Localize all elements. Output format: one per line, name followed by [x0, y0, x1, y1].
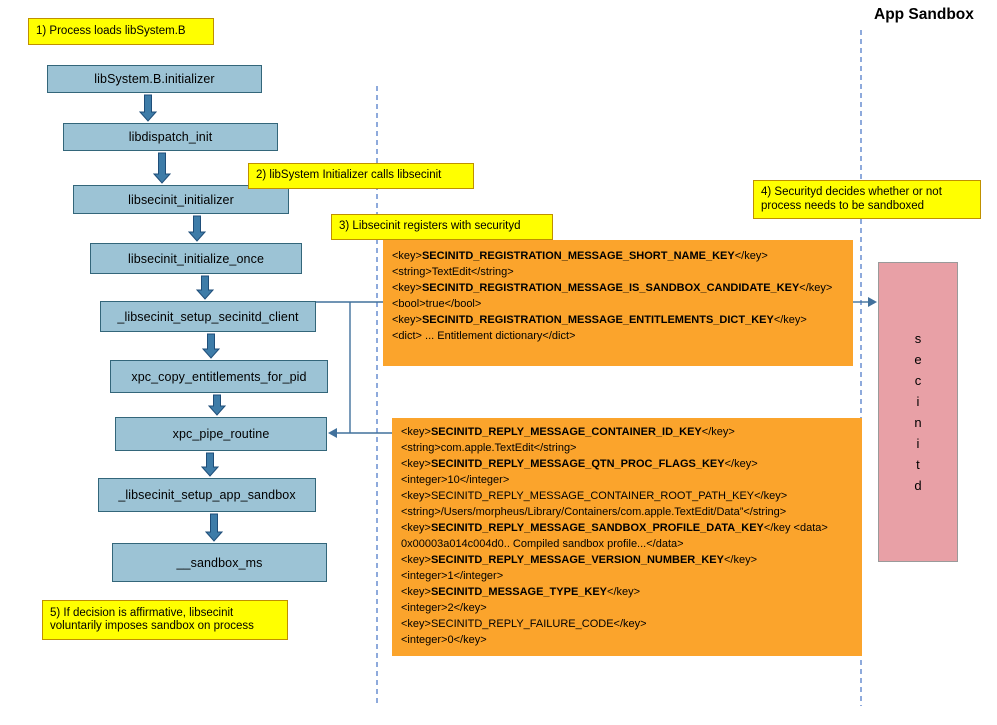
- flow-box-libsystem-initializer: libSystem.B.initializer: [47, 65, 262, 93]
- flow-box-libsecinit-initializer: libsecinit_initializer: [73, 185, 289, 214]
- arrowhead-to-daemon-icon: [868, 297, 877, 307]
- flow-box-libsecinit-initialize-once: libsecinit_initialize_once: [90, 243, 302, 274]
- reply-message-box: <key>SECINITD_REPLY_MESSAGE_CONTAINER_ID…: [392, 418, 862, 656]
- message-line: <bool>true</bool>: [392, 298, 482, 310]
- message-line: <integer>0</key>: [401, 634, 487, 646]
- down-arrow-icon: [200, 452, 220, 477]
- callout-4-securityd-decides: 4) Securityd decides whether or not proc…: [753, 180, 981, 219]
- page-title: App Sandbox: [874, 6, 974, 23]
- callout-3-libsecinit-registers: 3) Libsecinit registers with securityd: [331, 214, 553, 240]
- callout-5-imposes-sandbox: 5) If decision is affirmative, libsecini…: [42, 600, 288, 640]
- down-arrow-icon: [187, 215, 207, 242]
- secinitd-label: s e c i n i t d: [914, 331, 922, 493]
- arrowhead-reply-icon: [328, 428, 337, 438]
- flow-box-setup-app-sandbox: _libsecinit_setup_app_sandbox: [98, 478, 316, 512]
- message-line: <key>SECINITD_MESSAGE_TYPE_KEY</key>: [401, 586, 641, 598]
- flow-box-xpc-pipe-routine: xpc_pipe_routine: [115, 417, 327, 451]
- flow-box-setup-secinitd-client: _libsecinit_setup_secinitd_client: [100, 301, 316, 332]
- message-line: <key>SECINITD_REGISTRATION_MESSAGE_SHORT…: [392, 250, 768, 262]
- registration-message-box: <key>SECINITD_REGISTRATION_MESSAGE_SHORT…: [383, 240, 853, 366]
- callout-2-initializer-calls-libsecinit: 2) libSystem Initializer calls libsecini…: [248, 163, 474, 189]
- message-line: <integer>2</key>: [401, 602, 487, 614]
- down-arrow-icon: [152, 152, 172, 184]
- message-line: <key>SECINITD_REPLY_MESSAGE_QTN_PROC_FLA…: [401, 458, 758, 470]
- secinitd-daemon-box: s e c i n i t d: [878, 262, 958, 562]
- message-line: 0x00003a014c004d0.. Compiled sandbox pro…: [401, 538, 684, 550]
- down-arrow-icon: [207, 394, 227, 416]
- flow-arrows: [138, 94, 227, 542]
- down-arrow-icon: [195, 275, 215, 300]
- message-line: <dict> ... Entitlement dictionary</dict>: [392, 330, 576, 342]
- message-line: <integer>1</integer>: [401, 570, 504, 582]
- message-line: <key>SECINITD_REPLY_MESSAGE_CONTAINER_RO…: [401, 490, 788, 502]
- message-line: <key>SECINITD_REPLY_FAILURE_CODE</key>: [401, 618, 647, 630]
- message-line: <string>TextEdit</string>: [392, 266, 514, 278]
- message-line: <key>SECINITD_REPLY_MESSAGE_SANDBOX_PROF…: [401, 522, 828, 534]
- down-arrow-icon: [201, 333, 221, 359]
- callout-1-process-loads-libsystem: 1) Process loads libSystem.B: [28, 18, 214, 45]
- down-arrow-icon: [138, 94, 158, 122]
- message-line: <integer>10</integer>: [401, 474, 510, 486]
- message-line: <string>com.apple.TextEdit</string>: [401, 442, 577, 454]
- flow-box-libdispatch-init: libdispatch_init: [63, 123, 278, 151]
- flow-box-xpc-copy-entitlements: xpc_copy_entitlements_for_pid: [110, 360, 328, 393]
- down-arrow-icon: [204, 513, 224, 542]
- message-line: <key>SECINITD_REGISTRATION_MESSAGE_IS_SA…: [392, 282, 833, 294]
- message-line: <string>/Users/morpheus/Library/Containe…: [401, 506, 787, 518]
- message-line: <key>SECINITD_REPLY_MESSAGE_CONTAINER_ID…: [401, 426, 735, 438]
- flow-box-sandbox-ms: __sandbox_ms: [112, 543, 327, 582]
- message-line: <key>SECINITD_REGISTRATION_MESSAGE_ENTIT…: [392, 314, 807, 326]
- message-line: <key>SECINITD_REPLY_MESSAGE_VERSION_NUMB…: [401, 554, 758, 566]
